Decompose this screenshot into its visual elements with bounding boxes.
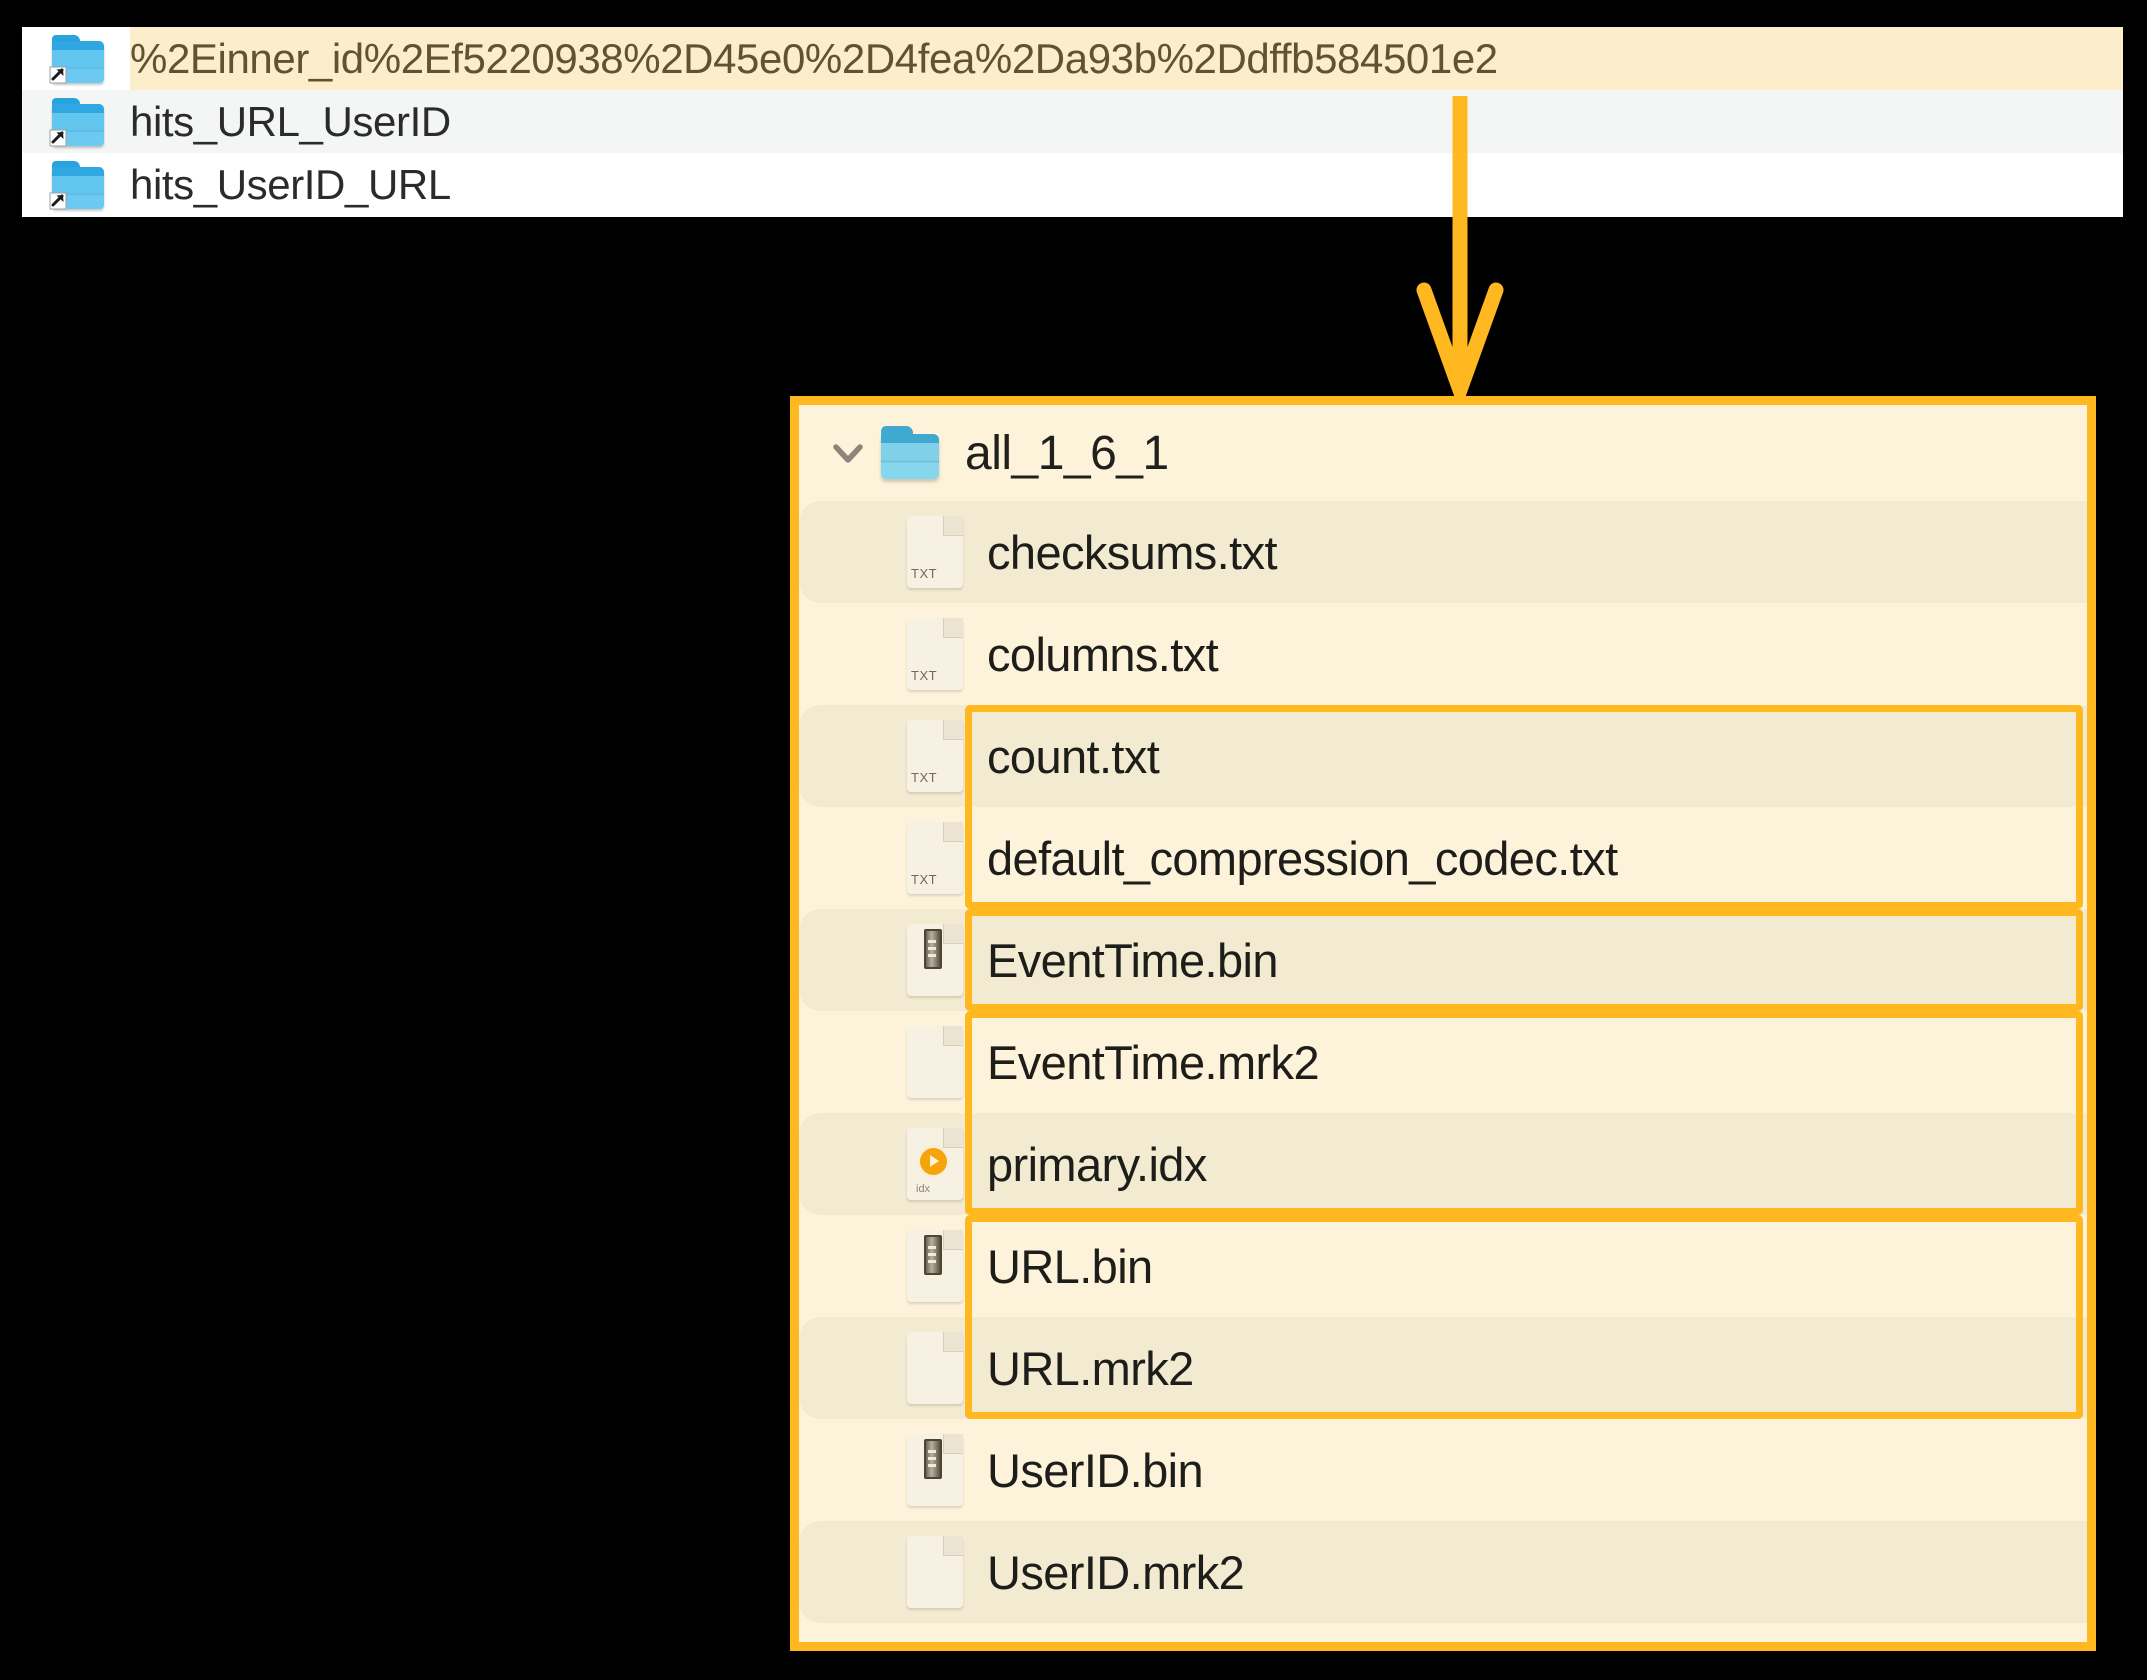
mrk-file-icon: [907, 1332, 963, 1404]
list-item[interactable]: URL.mrk2: [799, 1317, 2087, 1419]
list-item[interactable]: %2Einner_id%2Ef5220938%2D45e0%2D4fea%2Da…: [22, 27, 2123, 90]
txt-file-icon: TXT: [907, 516, 963, 588]
list-item[interactable]: idx primary.idx: [799, 1113, 2087, 1215]
file-name: columns.txt: [987, 627, 1219, 681]
idx-file-icon: idx: [907, 1128, 963, 1200]
list-item[interactable]: UserID.bin: [799, 1419, 2087, 1521]
file-name: URL.bin: [987, 1239, 1153, 1293]
folder-name: hits_URL_UserID: [130, 97, 451, 145]
folder-symlink-icon: [48, 96, 110, 148]
folder-name: %2Einner_id%2Ef5220938%2D45e0%2D4fea%2Da…: [130, 34, 1498, 82]
mrk-file-icon: [907, 1536, 963, 1608]
file-name: UserID.mrk2: [987, 1545, 1245, 1599]
file-name: checksums.txt: [987, 525, 1278, 579]
chevron-down-icon[interactable]: [825, 430, 871, 476]
file-name: count.txt: [987, 729, 1160, 783]
folder-name: hits_UserID_URL: [130, 160, 451, 208]
txt-file-icon-label: TXT: [911, 566, 938, 581]
bin-file-icon: [907, 1230, 963, 1302]
list-item[interactable]: UserID.mrk2: [799, 1521, 2087, 1623]
file-name: EventTime.mrk2: [987, 1035, 1320, 1089]
txt-file-icon-label: TXT: [911, 668, 938, 683]
folder-symlink-icon: [48, 159, 110, 211]
arrow-down-connector: [1416, 96, 1504, 402]
list-item[interactable]: TXT count.txt: [799, 705, 2087, 807]
mrk-file-icon: [907, 1026, 963, 1098]
panel-header-row[interactable]: all_1_6_1: [799, 405, 2087, 501]
idx-file-icon-label: idx: [916, 1183, 931, 1195]
folder-symlink-icon: [48, 33, 110, 85]
txt-file-icon: TXT: [907, 720, 963, 792]
file-name: UserID.bin: [987, 1443, 1204, 1497]
file-name: URL.mrk2: [987, 1341, 1194, 1395]
row-highlight: [130, 27, 2123, 90]
list-item[interactable]: TXT checksums.txt: [799, 501, 2087, 603]
list-item[interactable]: TXT default_compression_codec.txt: [799, 807, 2087, 909]
list-item[interactable]: TXT columns.txt: [799, 603, 2087, 705]
list-item[interactable]: EventTime.mrk2: [799, 1011, 2087, 1113]
txt-file-icon: TXT: [907, 822, 963, 894]
file-name: primary.idx: [987, 1137, 1207, 1191]
list-item[interactable]: hits_UserID_URL: [22, 153, 2123, 216]
list-item[interactable]: URL.bin: [799, 1215, 2087, 1317]
folder-list[interactable]: %2Einner_id%2Ef5220938%2D45e0%2D4fea%2Da…: [22, 27, 2123, 217]
folder-detail-panel: all_1_6_1 TXT checksums.txt TXT columns.…: [790, 396, 2096, 1651]
file-name: EventTime.bin: [987, 933, 1278, 987]
txt-file-icon-label: TXT: [911, 872, 938, 887]
txt-file-icon-label: TXT: [911, 770, 938, 785]
bin-file-icon: [907, 1434, 963, 1506]
file-name: default_compression_codec.txt: [987, 831, 1618, 885]
list-item[interactable]: hits_URL_UserID: [22, 90, 2123, 153]
list-item[interactable]: EventTime.bin: [799, 909, 2087, 1011]
txt-file-icon: TXT: [907, 618, 963, 690]
folder-open-icon: [879, 426, 943, 480]
bin-file-icon: [907, 924, 963, 996]
page-title: all_1_6_1: [965, 426, 1169, 480]
